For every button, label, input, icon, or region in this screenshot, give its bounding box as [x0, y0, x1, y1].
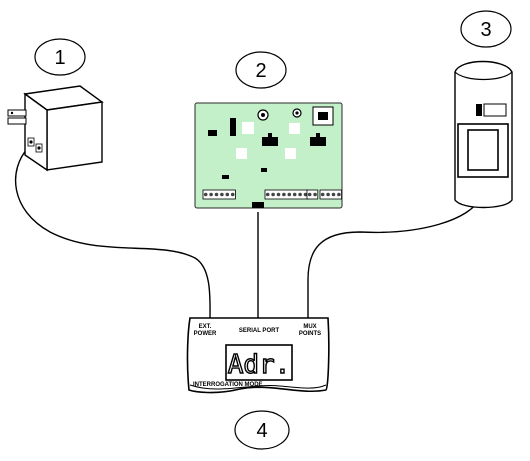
programmer-display — [225, 344, 293, 381]
transformer-prong-top — [7, 109, 27, 117]
terminal-screw — [271, 192, 275, 197]
transformer-screw-2 — [37, 146, 41, 150]
terminal-screw — [276, 192, 281, 197]
detector-label-window — [483, 103, 507, 117]
terminal-screw — [220, 192, 224, 197]
board-regulator-tab — [318, 112, 328, 120]
terminal-screw — [282, 192, 286, 197]
detector-led — [476, 104, 482, 116]
serial-port-label: SERIAL PORT — [239, 328, 280, 334]
terminal-block — [202, 189, 236, 200]
board-capacitor-2-center — [295, 111, 299, 115]
board-capacitor-1-center — [261, 113, 265, 117]
board-serial-header — [252, 202, 264, 208]
interface-board — [194, 102, 343, 209]
detector-top-curve — [454, 71, 513, 81]
programmer-unit: EXT. POWER SERIAL PORT MUX POINTS Adr. I… — [186, 317, 330, 394]
terminal-screw — [209, 192, 213, 197]
terminal-screw — [225, 192, 230, 197]
terminal-screw — [203, 192, 208, 197]
callout-4: 4 — [234, 410, 290, 450]
terminal-screw — [326, 192, 330, 197]
programmer-bottom-edge — [189, 384, 327, 390]
transformer-prong-hole — [10, 111, 14, 115]
terminal-screw — [313, 192, 317, 197]
terminal-block — [306, 189, 319, 200]
callout-2-number: 2 — [255, 60, 266, 82]
board-chip-3 — [222, 175, 229, 179]
terminal-screw — [287, 192, 292, 197]
board-relay-1-pin — [268, 133, 272, 138]
terminal-screw — [265, 192, 270, 197]
terminal-screw — [331, 192, 336, 197]
terminal-screw — [307, 192, 312, 197]
board-terminal-strip — [202, 189, 343, 200]
callout-4-number: 4 — [256, 420, 267, 442]
terminal-screw — [292, 192, 297, 197]
terminal-screw — [337, 192, 341, 197]
terminal-screw — [303, 192, 308, 197]
board-chip-4 — [261, 168, 267, 172]
terminal-screw — [230, 192, 235, 197]
board-pad-1 — [242, 122, 254, 134]
terminal-block — [319, 189, 343, 200]
transformer-prong-bottom — [7, 117, 27, 125]
motion-detector — [454, 60, 513, 209]
board-pad-4 — [285, 148, 296, 159]
cables — [14, 147, 481, 322]
power-cable — [14, 147, 211, 321]
callout-3-number: 3 — [480, 19, 491, 41]
interrogation-mode-label: INTERROGATION MODE — [193, 382, 263, 388]
callout-2: 2 — [235, 51, 287, 89]
callout-3: 3 — [460, 10, 512, 48]
callout-1-number: 1 — [54, 47, 65, 69]
transformer-front-face — [46, 101, 103, 171]
board-relay-1 — [262, 137, 278, 146]
board-relay-2-pin — [316, 133, 320, 138]
detector-lens — [467, 129, 499, 171]
ext-power-label-line2: POWER — [194, 331, 217, 337]
ext-power-label-line1: EXT. — [199, 324, 212, 330]
mux-cable — [307, 197, 481, 320]
board-pad-3 — [236, 148, 247, 159]
terminal-screw — [214, 192, 219, 197]
power-transformer — [7, 85, 104, 172]
board-chip-2 — [208, 130, 217, 136]
board-pad-2 — [289, 123, 300, 134]
terminal-screw — [320, 192, 325, 197]
terminal-screw — [298, 192, 302, 197]
mux-points-label-line1: MUX — [303, 324, 316, 330]
mux-points-label-line2: POINTS — [299, 331, 321, 337]
board-relay-2 — [310, 137, 326, 146]
callout-1: 1 — [34, 38, 86, 76]
board-chip-1 — [230, 118, 236, 136]
transformer-screw-1 — [29, 140, 33, 144]
programmer-display-text: Adr. — [228, 350, 291, 380]
